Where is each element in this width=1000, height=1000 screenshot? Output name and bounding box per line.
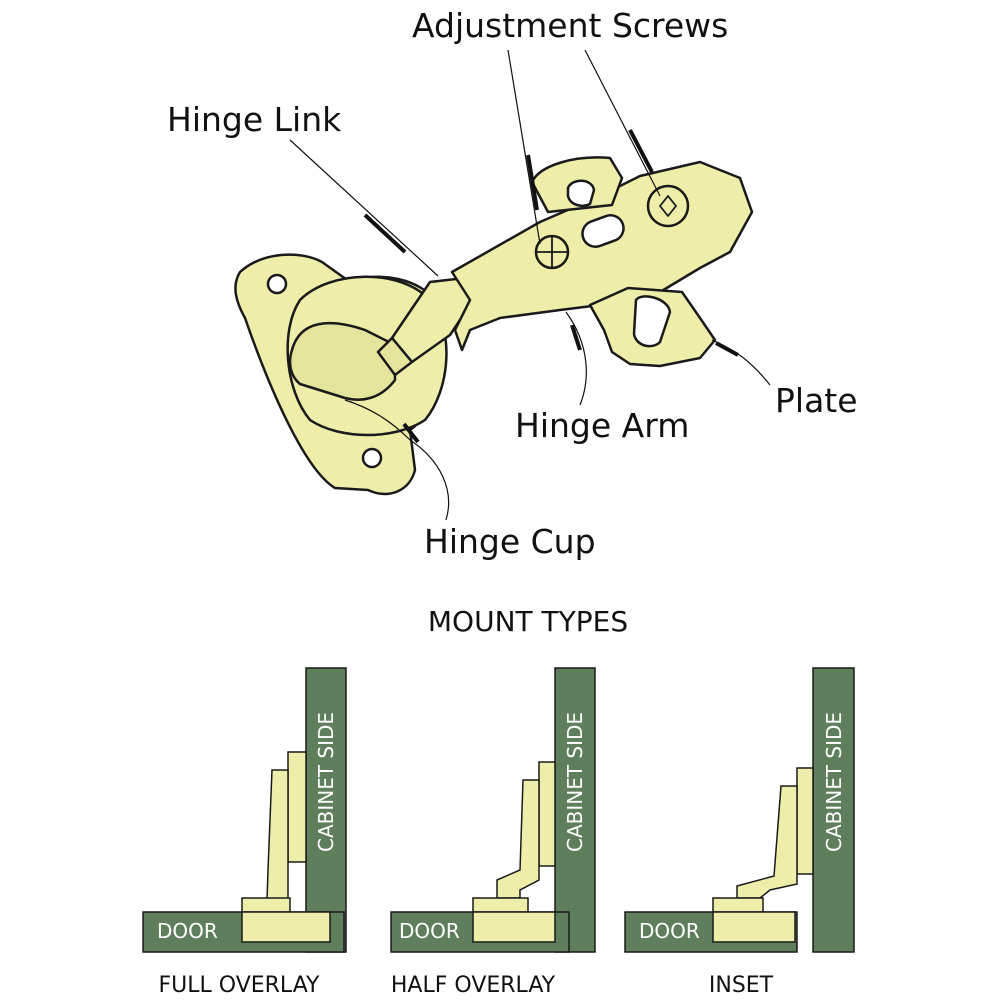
label-hinge-arm: Hinge Arm xyxy=(515,406,689,445)
door-label-inset: DOOR xyxy=(639,919,700,943)
label-adjustment-screws: Adjustment Screws xyxy=(412,6,728,45)
mount-half-overlay xyxy=(390,667,596,953)
mount-inset xyxy=(624,667,855,953)
caption-inset: INSET xyxy=(709,973,774,998)
door-label-full: DOOR xyxy=(157,919,218,943)
door-label-half: DOOR xyxy=(399,919,460,943)
cabinet-label-half: CABINET SIDE xyxy=(563,712,587,852)
plate-slot xyxy=(632,295,672,348)
hinge-cup-recess xyxy=(288,321,397,401)
hinge-profile xyxy=(796,767,814,875)
cup-screw-hole-bottom xyxy=(361,447,383,469)
cabinet-label-inset: CABINET SIDE xyxy=(822,712,846,852)
leader-lines xyxy=(289,49,771,521)
cabinet-label-full: CABINET SIDE xyxy=(314,712,338,852)
cup-screw-hole-top xyxy=(266,273,288,295)
label-hinge-link: Hinge Link xyxy=(167,100,342,139)
label-hinge-cup: Hinge Cup xyxy=(424,522,596,561)
arm-slot xyxy=(581,214,625,248)
mount-full-overlay xyxy=(142,667,347,953)
label-plate: Plate xyxy=(775,381,858,420)
plate-top-slot xyxy=(566,179,596,207)
hinge-illustration xyxy=(234,156,754,496)
adjustment-screw-right xyxy=(646,184,690,228)
cabinet-side-panel xyxy=(812,667,855,953)
hinge-profile xyxy=(287,751,307,863)
caption-half-overlay: HALF OVERLAY xyxy=(391,973,556,998)
caption-full-overlay: FULL OVERLAY xyxy=(159,973,321,998)
hinge-profile xyxy=(538,761,556,867)
mount-types-title: MOUNT TYPES xyxy=(428,605,628,638)
cabinet-side-panel xyxy=(554,667,596,953)
